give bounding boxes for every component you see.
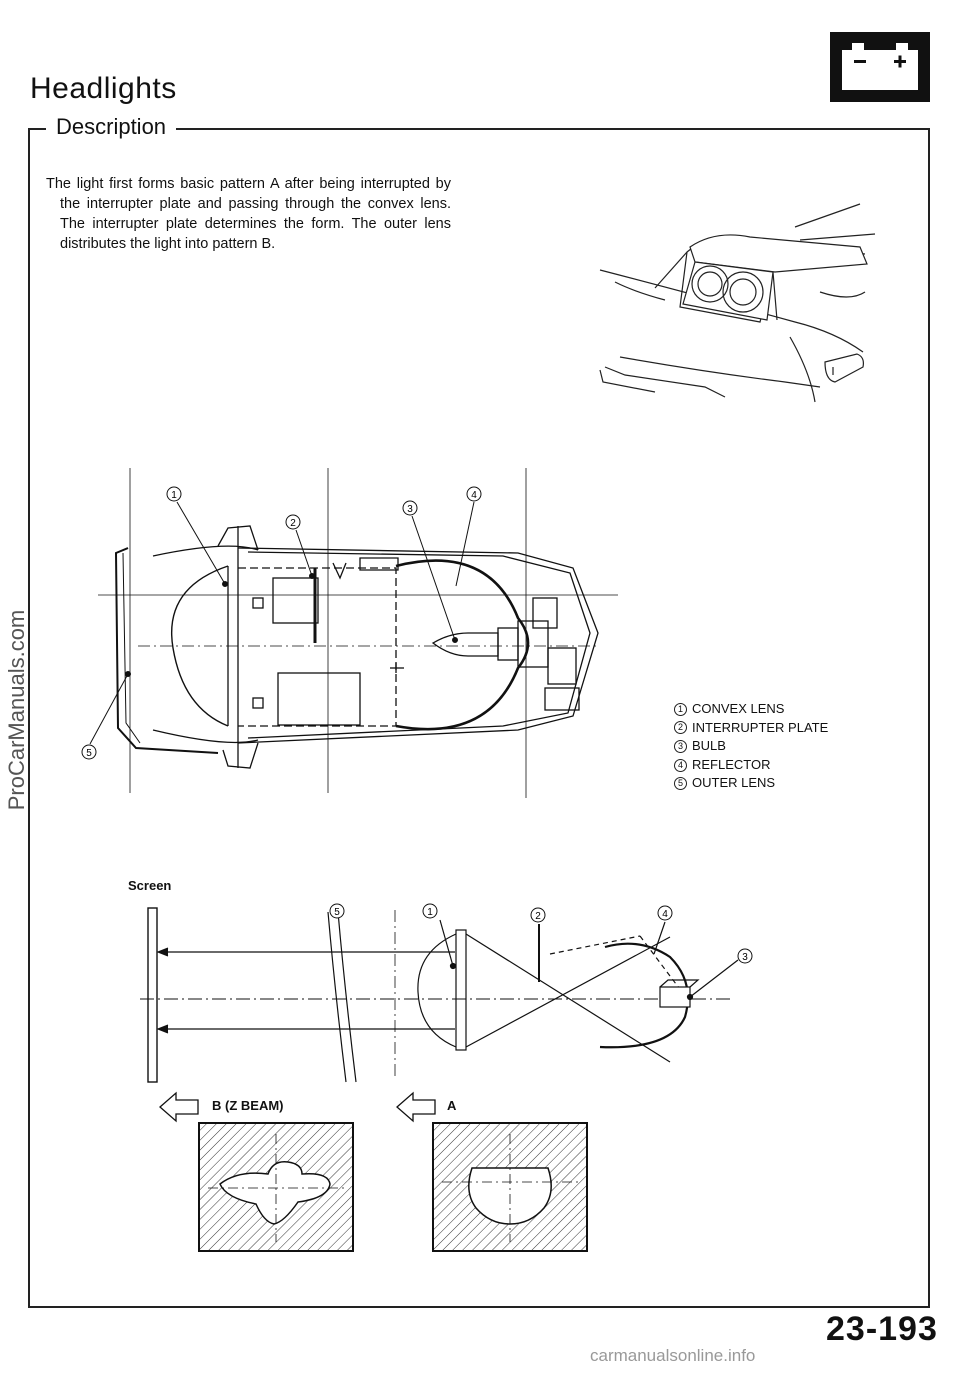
legend-number: 2: [674, 721, 687, 735]
optical-path-diagram: Screen: [128, 878, 739, 1083]
pattern-a-label: A: [447, 1098, 457, 1113]
screen-label: Screen: [128, 878, 171, 893]
watermark-bottom: carmanualsonline.info: [590, 1346, 756, 1365]
callout-4: 4: [466, 486, 482, 502]
legend-number: 1: [674, 702, 687, 716]
car-headlight-illustration: [599, 203, 876, 403]
watermark-side-text: ProCarManuals.com: [4, 609, 29, 811]
legend-item: 2 INTERRUPTER PLATE: [674, 719, 828, 738]
callout-3: 3: [402, 500, 418, 516]
legend-label: BULB: [692, 738, 726, 754]
legend-label: CONVEX LENS: [692, 701, 785, 716]
legend-item: 3 BULB: [674, 737, 828, 756]
callout-1: 1: [166, 486, 182, 502]
legend-label: INTERRUPTER PLATE: [692, 719, 829, 735]
callout-2-optics-label: 2: [535, 911, 541, 922]
callout-2-label: 2: [290, 518, 296, 529]
page-number: 23-193: [826, 1310, 938, 1348]
pattern-b-diagram: [198, 1122, 354, 1252]
pattern-a-arrow-icon: [396, 1091, 436, 1123]
legend-number: 4: [674, 758, 687, 772]
callout-1-optics-label: 1: [427, 907, 433, 918]
cross-section-leaders: [89, 501, 475, 745]
description-paragraph: The light first forms basic pattern A af…: [46, 176, 451, 252]
callout-2-optics: 2: [530, 907, 546, 923]
callout-1-label: 1: [171, 490, 177, 501]
callout-5-optics: 5: [329, 903, 345, 919]
callout-5-label: 5: [86, 748, 92, 759]
description-text: The light first forms basic pattern A af…: [46, 174, 451, 254]
legend-item: 5 OUTER LENS: [674, 774, 828, 793]
content-frame: [28, 128, 930, 1308]
callout-3-optics-label: 3: [742, 952, 748, 963]
callout-1-optics: 1: [422, 903, 438, 919]
page-title: Headlights: [30, 72, 177, 105]
legend-label: OUTER LENS: [692, 775, 776, 791]
callout-2: 2: [285, 514, 301, 530]
callout-5-optics-label: 5: [334, 907, 340, 918]
watermark-side: ProCarManuals.com: [0, 580, 34, 840]
callout-3-optics: 3: [737, 948, 753, 964]
pattern-a-diagram: [432, 1122, 588, 1252]
legend-item: 1 CONVEX LENS: [674, 700, 828, 719]
callout-4-optics: 4: [657, 905, 673, 921]
pattern-b-label: B (Z BEAM): [212, 1098, 284, 1113]
legend-number: 5: [674, 777, 687, 791]
section-title: Description: [46, 114, 177, 140]
callout-4-optics-label: 4: [662, 909, 668, 920]
battery-icon: [830, 32, 930, 102]
pattern-b-arrow-icon: [159, 1091, 199, 1123]
headlight-cross-section: [98, 468, 618, 798]
legend-number: 3: [674, 739, 687, 753]
callout-4-label: 4: [471, 490, 477, 501]
callout-5: 5: [81, 744, 97, 760]
legend-item: 4 REFLECTOR: [674, 756, 828, 775]
callout-3-label: 3: [407, 504, 413, 515]
legend-label: REFLECTOR: [692, 756, 771, 772]
